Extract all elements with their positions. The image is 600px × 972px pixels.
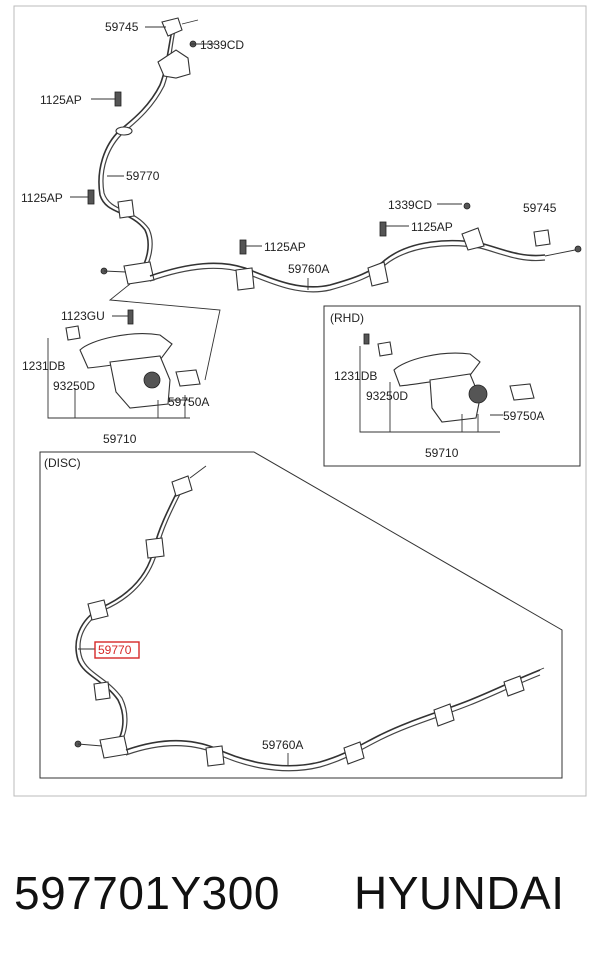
label-59760a-disc: 59760A xyxy=(262,738,303,752)
bracket-right xyxy=(461,227,485,251)
label-59745-right: 59745 xyxy=(523,201,557,215)
label-1231db-rhd: 1231DB xyxy=(334,369,377,383)
clip-disc-1 xyxy=(145,537,165,559)
clip-1231db-left xyxy=(65,325,81,341)
disc-box xyxy=(39,451,563,779)
label-59745-top: 59745 xyxy=(105,20,139,34)
clip-mid-left xyxy=(117,199,135,219)
bolt-1125ap-4 xyxy=(379,221,387,237)
label-59710-rhd: 59710 xyxy=(425,446,459,460)
label-1231db-left: 1231DB xyxy=(22,359,65,373)
rear-cable-59770 xyxy=(98,29,173,273)
main-cable-59760a xyxy=(149,239,546,288)
label-93250d-left: 93250D xyxy=(53,379,95,393)
bracket-59710-rhd xyxy=(359,346,500,433)
label-1125ap-2: 1125AP xyxy=(21,191,63,205)
clip-disc-3 xyxy=(93,681,111,701)
bracket-59710-left xyxy=(47,338,190,419)
highlight-box-59770 xyxy=(94,641,140,659)
clip-59760a-2 xyxy=(367,261,389,287)
label-59770-top: 59770 xyxy=(126,169,160,183)
label-59760a-top: 59760A xyxy=(288,262,329,276)
end-rod-right xyxy=(544,249,576,257)
lever-base-rhd xyxy=(429,373,481,423)
end-clip-59745-top xyxy=(161,17,183,37)
switch-59750a-left xyxy=(175,369,201,387)
rhd-box xyxy=(323,305,581,467)
lever-base-left xyxy=(109,355,171,409)
label-59750a-rhd: 59750A xyxy=(503,409,544,423)
clip-59760a-1 xyxy=(235,267,255,291)
section-rhd-label: (RHD) xyxy=(330,311,364,325)
lever-pivot-left xyxy=(143,371,161,389)
brand-name: HYUNDAI xyxy=(354,867,565,919)
label-1125ap-3: 1125AP xyxy=(411,220,453,234)
bolt-1125ap-3 xyxy=(239,239,247,255)
bracket-top xyxy=(157,49,191,79)
main-cable-59760a-disc-outline xyxy=(125,674,541,772)
section-disc-label: (DISC) xyxy=(44,456,81,470)
end-fitting-disc-right xyxy=(503,675,525,697)
cable-end-ball-right xyxy=(574,245,582,253)
lever-pivot-rhd xyxy=(468,384,488,404)
label-1125ap-4: 1125AP xyxy=(264,240,306,254)
label-1339cd-right: 1339CD xyxy=(388,198,432,212)
label-1125ap-1: 1125AP xyxy=(40,93,82,107)
equalizer-connector xyxy=(108,283,221,381)
label-59770-disc: 59770 xyxy=(98,643,132,657)
nut-1339cd-right-part xyxy=(463,202,471,210)
clip-disc-6 xyxy=(433,703,455,727)
rear-cable-59770-outline xyxy=(102,29,176,273)
bolt-1123gu xyxy=(127,309,134,325)
diagram-frame xyxy=(13,5,587,797)
grommet-upper xyxy=(115,126,133,136)
equalizer-end xyxy=(123,261,155,285)
end-rod-disc-right xyxy=(519,667,545,679)
clip-disc-2 xyxy=(87,599,109,621)
main-cable-59760a-disc xyxy=(125,669,541,767)
end-rod-top xyxy=(181,19,199,25)
switch-59750a-rhd xyxy=(509,383,535,401)
main-cable-59760a-outline xyxy=(149,245,546,293)
label-1339cd-top: 1339CD xyxy=(200,38,244,52)
label-59750a-left: 59750A xyxy=(168,395,209,409)
end-rod-left xyxy=(103,270,127,273)
end-rod-disc-top xyxy=(189,465,207,479)
clip-1231db-rhd xyxy=(377,341,393,357)
leaders xyxy=(70,26,503,765)
label-59710-left: 59710 xyxy=(103,432,137,446)
equalizer-disc xyxy=(99,735,129,759)
clip-disc-4 xyxy=(205,745,225,767)
label-1123gu: 1123GU xyxy=(61,309,105,323)
end-rod-disc-left xyxy=(77,743,103,747)
end-clip-59745-right xyxy=(533,229,551,247)
label-93250d-rhd: 93250D xyxy=(366,389,408,403)
end-fitting-disc-top xyxy=(171,475,193,497)
clip-disc-5 xyxy=(343,741,365,765)
part-number: 597701Y300 xyxy=(14,867,280,919)
bolt-rhd xyxy=(363,333,370,345)
